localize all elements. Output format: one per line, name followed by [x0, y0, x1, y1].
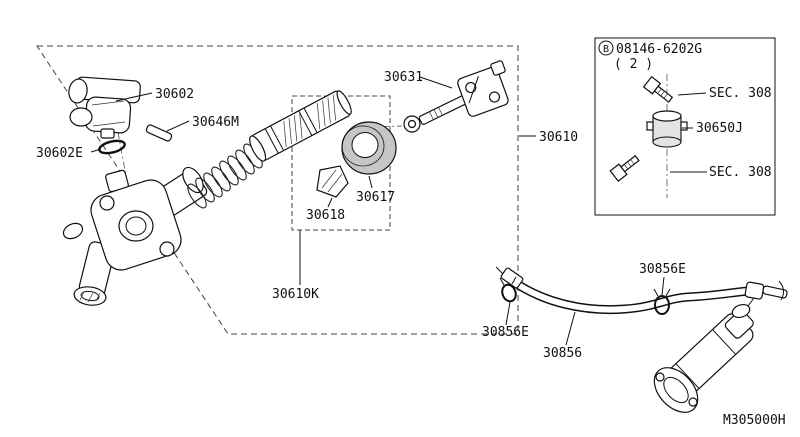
- clamp-left-drawing: [499, 276, 517, 303]
- label-30856E-right: 30856E: [639, 262, 686, 277]
- hose-connector-drawing: [744, 280, 788, 301]
- clamp-right-drawing: [653, 288, 671, 315]
- label-30610: 30610: [539, 130, 578, 145]
- part-oring-drawing: [98, 139, 126, 155]
- hardware-box: [594, 37, 776, 216]
- leader-lines: [90, 76, 707, 346]
- part-cup-drawing: [341, 121, 397, 175]
- bolt-bottom-drawing: [609, 154, 640, 182]
- label-30618: 30618: [306, 208, 345, 223]
- label-30650J: 30650J: [696, 121, 743, 136]
- bolt-top-drawing: [642, 75, 674, 103]
- label-sec308-bottom: SEC. 308: [709, 165, 772, 180]
- figure-code: M305000H: [723, 413, 786, 428]
- slave-cylinder-drawing: [653, 297, 755, 413]
- part-pin-drawing: [145, 124, 173, 142]
- circle-b-marker: [598, 40, 614, 56]
- label-sec308-top: SEC. 308: [709, 86, 772, 101]
- part-piston-drawing: [249, 90, 352, 162]
- part-pushrod-drawing: [403, 60, 509, 133]
- label-b-marker: B: [603, 44, 609, 55]
- part-seal-drawing: [316, 165, 349, 198]
- label-30631: 30631: [384, 70, 423, 85]
- spring-drawing: [187, 143, 263, 209]
- label-30646M: 30646M: [192, 115, 239, 130]
- label-30856E-left: 30856E: [482, 325, 529, 340]
- part-master-cylinder-drawing: [62, 166, 208, 306]
- hose-drawing: [495, 266, 753, 315]
- label-30856: 30856: [543, 346, 582, 361]
- label-bolt-partno: 08146-6202G: [616, 42, 702, 57]
- label-bolt-qty: ( 2 ): [614, 57, 653, 72]
- label-30602: 30602: [155, 87, 194, 102]
- label-30610K: 30610K: [272, 287, 319, 302]
- part-cap-drawing: [68, 76, 141, 139]
- label-30617: 30617: [356, 190, 395, 205]
- label-30602E: 30602E: [36, 146, 83, 161]
- damper-30650J-drawing: [646, 110, 688, 148]
